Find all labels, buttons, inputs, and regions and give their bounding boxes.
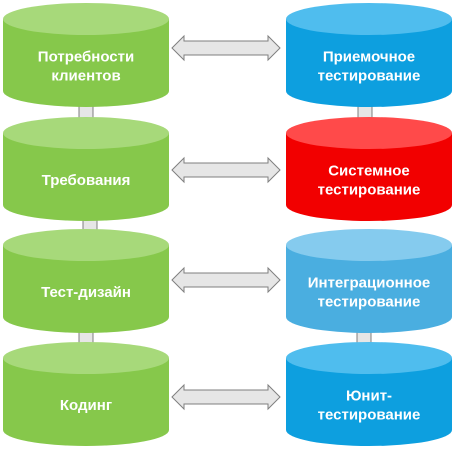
label-requirements-line-1: Требования [42,172,131,189]
label-unit-testing-line-1: Юнит- [346,388,392,405]
label-coding-line-1: Кодинг [60,397,112,414]
cylinder-acceptance-testing: Приемочное тестирование [286,3,452,107]
connector-arrow-2 [171,156,281,184]
cylinder-customer-needs: Потребности клиентов [3,3,169,107]
cylinder-unit-testing: Юнит-тестирование [286,342,452,446]
label-acceptance-testing-line-1: Приемочное [323,49,415,66]
label-system-testing-line-2: тестирование [318,182,421,199]
connector-arrow-4 [171,383,281,411]
cylinder-coding: Кодинг [3,342,169,446]
connector-arrow-1 [171,34,281,62]
label-integration-testing-line-1: Интеграционное [308,275,431,292]
label-system-testing-line-1: Системное [328,163,410,180]
cylinder-test-design: Тест-дизайн [3,229,169,333]
cylinder-requirements: Требования [3,117,169,221]
label-acceptance-testing-line-2: тестирование [318,68,421,85]
cylinders-layer: Потребности клиентовТребованияТест-дизайн… [3,3,452,446]
label-customer-needs-line-2: клиентов [51,68,120,85]
label-integration-testing-line-2: тестирование [318,294,421,311]
label-test-design-line-1: Тест-дизайн [41,284,131,301]
connector-arrow-3 [171,266,281,294]
cylinder-system-testing: Системное тестирование [286,117,452,221]
cylinder-integration-testing: Интеграционное тестирование [286,229,452,333]
label-customer-needs-line-1: Потребности [38,49,134,66]
label-unit-testing-line-2: тестирование [318,407,421,424]
